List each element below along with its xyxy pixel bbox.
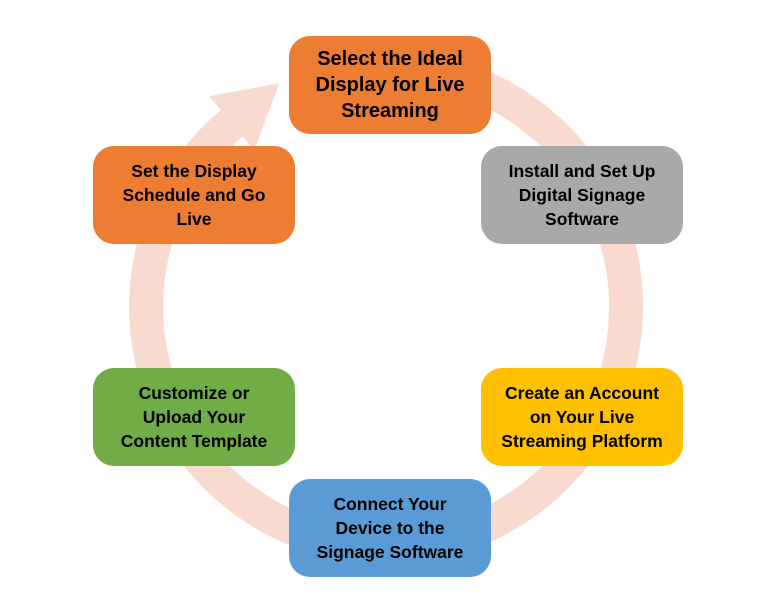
step-label-line: Upload Your [142,407,246,427]
step-connect-device: Connect Your Device to the Signage Softw… [289,479,491,577]
step-label-line: on Your Live [529,407,635,427]
step-label-line: Digital Signage [518,185,646,205]
step-label-line: Signage Software [316,542,464,562]
step-label-line: Live [176,209,212,229]
step-create-account: Create an Account on Your Live Streaming… [481,368,683,466]
step-install-software: Install and Set Up Digital Signage Softw… [481,146,683,244]
step-label-line: Display for Live [315,74,465,96]
step-label-line: Schedule and Go [122,185,266,205]
step-label-line: Select the Ideal [317,48,463,70]
step-label-line: Streaming [341,100,439,122]
step-label-line: Device to the [335,518,445,538]
step-label-line: Streaming Platform [501,431,663,451]
step-select-display: Select the Ideal Display for Live Stream… [289,36,491,134]
step-set-schedule-go-live: Set the Display Schedule and Go Live [93,146,295,244]
step-label-line: Software [545,209,619,229]
step-label-line: Content Template [120,431,268,451]
step-label-line: Create an Account [505,383,659,403]
step-label-line: Customize or [138,383,250,403]
step-label-line: Set the Display [131,161,257,181]
step-customize-template: Customize or Upload Your Content Templat… [93,368,295,466]
cycle-arrowhead-icon [209,83,280,150]
step-label-line: Install and Set Up [508,161,656,181]
step-label-line: Connect Your [333,494,447,514]
